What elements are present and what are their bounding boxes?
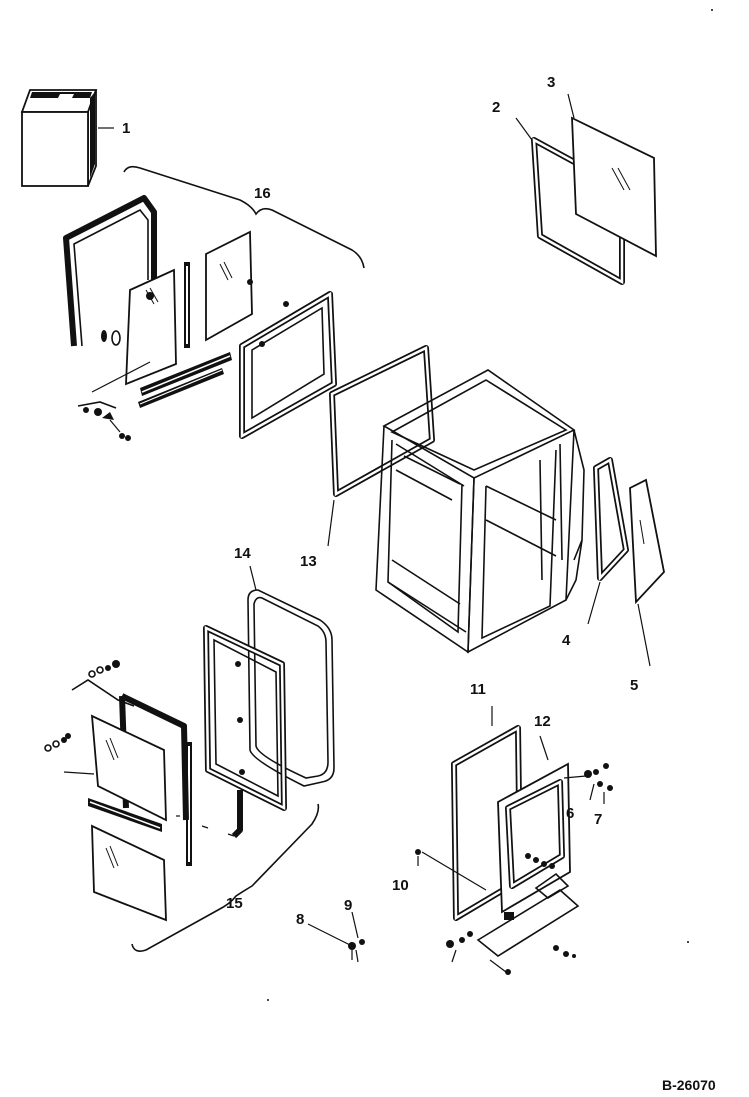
cab-body-drawing: [375, 369, 585, 654]
part-16-window-frame: [239, 291, 337, 439]
part-15-horizontal-rail: [88, 798, 162, 832]
part-16-glass-left: [91, 268, 177, 393]
part-16-horizontal-rails: [138, 352, 232, 408]
part-13-seal-drawing: [327, 345, 435, 547]
part-label-3: 3: [547, 74, 555, 91]
part-14-seal-drawing: [247, 565, 335, 787]
part-label-1: 1: [122, 120, 130, 137]
part-12-glass-drawing: [497, 735, 571, 914]
part-label-4: 4: [562, 632, 571, 649]
part-5-glass-drawing: [629, 478, 665, 667]
part-3-glass-drawing: [567, 93, 657, 258]
part-label-10: 10: [392, 877, 409, 894]
part-8-9-bolts: [307, 911, 365, 963]
part-16-small-clips: [77, 330, 131, 441]
part-15-inner-frame: [203, 625, 287, 811]
part-label-13: 13: [300, 553, 317, 570]
stray-specks: [267, 9, 713, 1001]
part-label-16: 16: [254, 185, 271, 202]
part-label-11: 11: [470, 681, 486, 698]
part-16-brace: [123, 165, 365, 269]
part-15-small-clips: [44, 660, 235, 837]
part-15-lower-glass: [91, 824, 167, 922]
part-12-latch-parts: [446, 853, 580, 975]
part-label-14: 14: [234, 545, 251, 562]
part-label-7: 7: [594, 811, 602, 828]
drawing-code: B-26070: [662, 1077, 716, 1093]
part-label-8: 8: [296, 911, 304, 928]
part-label-6: 6: [566, 805, 574, 822]
part-6-7-bolts: [563, 763, 613, 804]
part-16-vertical-rail: [184, 262, 190, 348]
part-4-seal-drawing: [587, 457, 629, 625]
part-10-bolt: [415, 849, 487, 891]
part-1-cover-drawing: [20, 89, 114, 187]
part-15-brace: [131, 803, 320, 952]
part-label-5: 5: [630, 677, 638, 694]
part-label-15: 15: [226, 895, 243, 912]
part-16-channel-drawing: [63, 195, 157, 347]
part-16-glass-right: [205, 230, 253, 342]
part-label-12: 12: [534, 713, 551, 730]
part-15-upper-glass: [90, 714, 167, 822]
part-label-2: 2: [492, 99, 500, 116]
part-label-9: 9: [344, 897, 352, 914]
